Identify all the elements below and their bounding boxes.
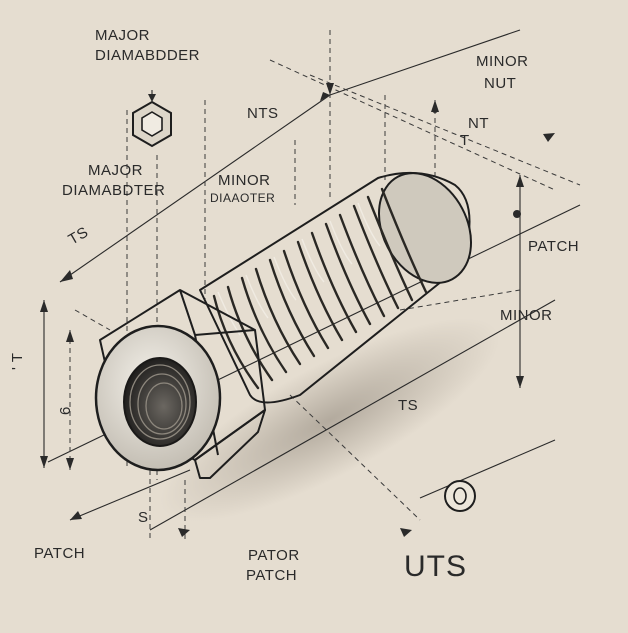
label-major: MAJOR xyxy=(88,162,143,179)
washer-circle-icon xyxy=(444,480,476,512)
label-ts-mid: TS xyxy=(398,397,418,414)
label-t-right: T xyxy=(460,132,470,149)
labels: MAJOR DIAMABDDER MAJOR DIAMABDTER MINOR … xyxy=(9,27,579,584)
hex-head-side xyxy=(194,409,266,479)
label-pator: PATOR xyxy=(248,547,300,564)
label-s-bottom: S xyxy=(138,509,149,526)
label-minor-nut: MINOR xyxy=(476,53,529,70)
label-patch-bottom-left: PATCH xyxy=(34,545,85,562)
label-patch-right: PATCH xyxy=(528,238,579,255)
bolt-illustration xyxy=(94,171,473,479)
label-pator-2: PATCH xyxy=(246,567,297,584)
label-nt-right: NT xyxy=(468,115,489,132)
hex-nut-icon xyxy=(132,90,172,148)
label-top-major-2: DIAMABDDER xyxy=(95,47,200,64)
label-uts: UTS xyxy=(404,550,467,583)
label-top-major: MAJOR xyxy=(95,27,150,44)
label-left-t: ' T xyxy=(9,353,26,370)
label-minor-right: MINOR xyxy=(500,307,553,324)
label-major-2: DIAMABDTER xyxy=(62,182,165,199)
label-nts-top: NTS xyxy=(247,105,279,122)
label-minor-diaoter: MINOR xyxy=(218,172,271,189)
label-left-six: 6 xyxy=(57,406,74,415)
label-ts-left: TS xyxy=(66,224,92,249)
label-minor-nut-2: NUT xyxy=(484,75,516,92)
ground-shadow xyxy=(160,318,500,522)
label-minor-diaoter-2: DIAAOTER xyxy=(210,191,275,205)
dimension-dots xyxy=(432,107,521,218)
threaded-hole xyxy=(123,357,197,447)
thread-ridges xyxy=(212,187,428,390)
